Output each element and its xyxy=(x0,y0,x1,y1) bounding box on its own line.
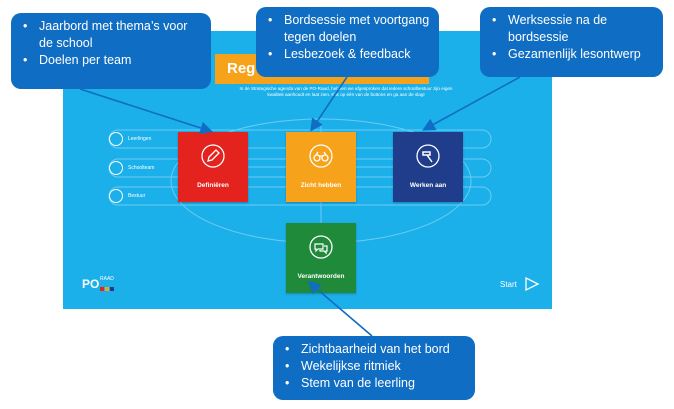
callout-definieren: Jaarbord met thema’s voor de school Doel… xyxy=(11,13,211,89)
logo-square-navy xyxy=(110,287,114,291)
logo-square-red xyxy=(100,287,104,291)
tile-werken-aan[interactable]: Werken aan xyxy=(393,132,463,202)
row-label: Leerlingen xyxy=(128,136,152,142)
callout-bullet: Lesbezoek & feedback xyxy=(266,46,431,63)
callout-bullet: Werksessie na de bordsessie xyxy=(490,12,655,46)
callout-bullet: Stem van de leerling xyxy=(283,375,467,392)
tile-zicht-hebben[interactable]: Zicht hebben xyxy=(286,132,356,202)
binoculars-icon xyxy=(309,144,333,168)
school-icon xyxy=(109,161,123,175)
logo-text: PO xyxy=(82,277,100,291)
callout-werken-aan: Werksessie na de bordsessie Gezamenlijk … xyxy=(480,7,663,77)
play-icon[interactable] xyxy=(523,276,541,292)
po-raad-logo: PO RAAD xyxy=(82,276,114,291)
callout-bullet: Doelen per team xyxy=(21,52,203,69)
tile-label: Definiëren xyxy=(197,182,229,189)
speech-bubbles-icon xyxy=(309,235,333,259)
row-label: Bestuur xyxy=(128,193,146,199)
callout-bullet: Wekelijkse ritmiek xyxy=(283,358,467,375)
row-label: Schoolteam xyxy=(128,165,155,171)
hammer-icon xyxy=(416,144,440,168)
callout-bullet: Zichtbaarheid van het bord xyxy=(283,341,467,358)
students-icon xyxy=(109,132,123,146)
tile-label: Zicht hebben xyxy=(300,182,342,189)
board-icon xyxy=(109,189,123,203)
pencil-icon xyxy=(201,144,225,168)
tile-label: Verantwoorden xyxy=(297,273,345,280)
tile-definieren[interactable]: Definiëren xyxy=(178,132,248,202)
start-label[interactable]: Start xyxy=(500,280,517,289)
callout-bullet: Jaarbord met thema’s voor de school xyxy=(21,18,203,52)
callout-bullet: Bordsessie met voortgang tegen doelen xyxy=(266,12,431,46)
callout-bullet: Gezamenlijk lesontwerp xyxy=(490,46,655,63)
logo-small-text: RAAD xyxy=(100,276,114,282)
logo-square-orange xyxy=(105,287,109,291)
intro-text: In de Strategische agenda van de PO-Raad… xyxy=(239,86,453,97)
callout-verantwoorden: Zichtbaarheid van het bord Wekelijkse ri… xyxy=(273,336,475,400)
banner-title: Reg xyxy=(227,60,256,77)
callout-zicht-hebben: Bordsessie met voortgang tegen doelen Le… xyxy=(256,7,439,77)
tile-label: Werken aan xyxy=(409,182,447,189)
